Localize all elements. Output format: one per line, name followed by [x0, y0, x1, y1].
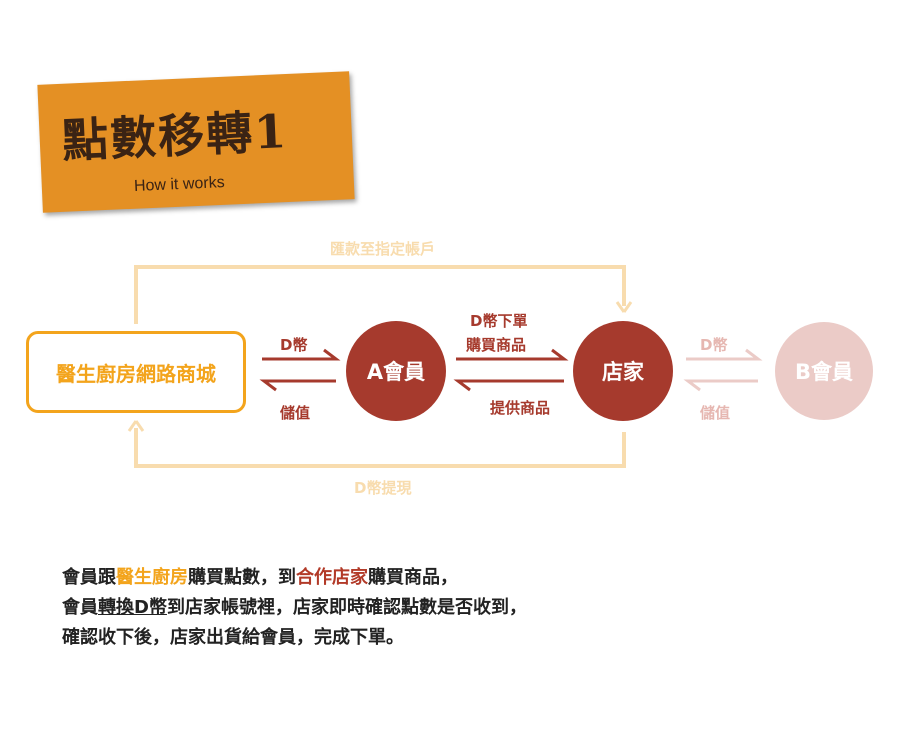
node-member-a-label: A會員 [366, 360, 426, 384]
description: 會員跟醫生廚房購買點數，到合作店家購買商品， 會員轉換D幣到店家帳號裡，店家即時… [62, 563, 527, 653]
node-member-b: B會員 [775, 322, 873, 420]
node-doctor-kitchen-mall-label: 醫生廚房網路商城 [56, 361, 216, 386]
desc-text: 購買點數，到 [188, 567, 296, 588]
arrow-a-to-site [259, 379, 336, 392]
node-member-a: A會員 [346, 321, 446, 421]
top-loop-line [134, 265, 626, 324]
node-member-b-label: B會員 [794, 360, 853, 384]
bottom-loop-line [134, 428, 626, 468]
desc-text: 到店家帳號裡，店家即時確認點數是否收到， [166, 597, 527, 618]
description-line-3: 確認收下後，店家出貨給會員，完成下單。 [62, 627, 404, 648]
arrow-a-to-store [456, 348, 569, 361]
node-doctor-kitchen-mall: 醫生廚房網路商城 [26, 331, 246, 413]
node-store-label: 店家 [602, 360, 644, 384]
label-top-loop: 匯款至指定帳戶 [330, 240, 436, 258]
desc-highlight-doctor-kitchen: 醫生廚房 [116, 567, 188, 588]
label-b-to-store: 儲值 [700, 404, 731, 422]
desc-highlight-partner-store: 合作店家 [296, 567, 368, 588]
label-a-to-site: 儲值 [280, 404, 311, 422]
desc-text: 會員跟 [62, 567, 116, 588]
bottom-loop-arrowhead [127, 420, 145, 432]
description-line-1: 會員跟醫生廚房購買點數，到合作店家購買商品， [62, 563, 527, 593]
label-store-to-a: 提供商品 [490, 399, 551, 417]
label-site-to-a: D幣 [280, 336, 308, 354]
label-bottom-loop: D幣提現 [354, 479, 412, 497]
arrow-store-to-b [686, 348, 763, 361]
arrow-b-to-store [683, 379, 758, 392]
description-line-2: 會員轉換D幣到店家帳號裡，店家即時確認點數是否收到， [62, 593, 527, 623]
label-store-to-b: D幣 [700, 336, 728, 354]
desc-underline-convert-dcoin: 轉換D幣 [98, 597, 167, 618]
arrow-site-to-a [262, 348, 341, 361]
label-a-to-store-2: 購買商品 [466, 336, 527, 354]
desc-text: 會員 [62, 597, 98, 618]
label-a-to-store-1: D幣下單 [470, 312, 528, 330]
desc-text: 購買商品， [368, 567, 458, 588]
top-loop-arrowhead [615, 301, 633, 313]
arrow-store-to-a [453, 379, 564, 392]
node-store: 店家 [573, 321, 673, 421]
